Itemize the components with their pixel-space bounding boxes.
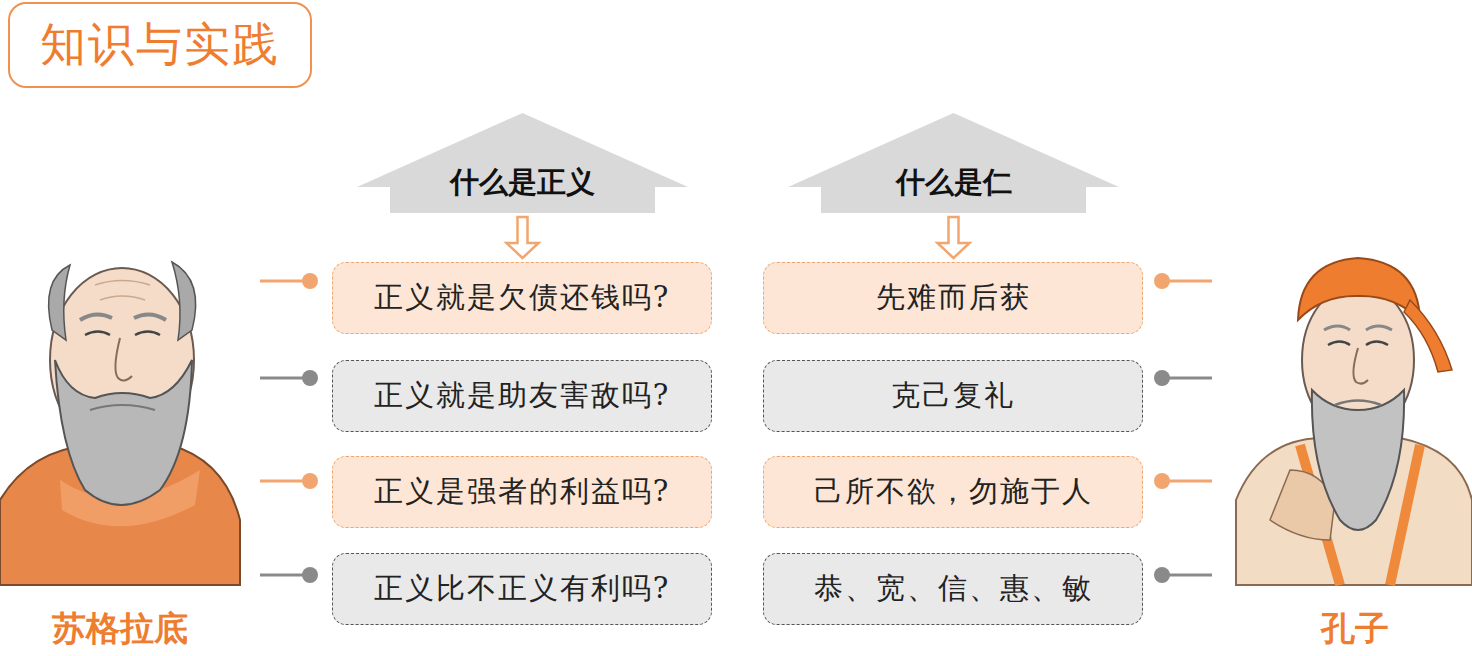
answer-text: 正义比不正义有利吗? (374, 569, 671, 609)
answer-box-grey: 正义比不正义有利吗? (332, 553, 712, 625)
answer-text: 恭、宽、信、惠、敏 (814, 569, 1093, 609)
answer-box-grey: 克己复礼 (763, 360, 1143, 432)
person-name: 孔子 (1321, 606, 1389, 652)
confucius-portrait (1236, 258, 1472, 585)
answer-text: 正义就是助友害敌吗? (374, 376, 671, 416)
answer-box-orange: 先难而后获 (763, 262, 1143, 334)
title-text: 知识与实践 (40, 14, 280, 76)
answer-box-grey: 正义就是助友害敌吗? (332, 360, 712, 432)
question-header: 什么是仁 (788, 113, 1119, 213)
answer-text: 己所不欲，勿施于人 (814, 472, 1093, 512)
question-header: 什么是正义 (357, 113, 688, 213)
answer-text: 正义是强者的利益吗? (374, 472, 671, 512)
answer-box-grey: 恭、宽、信、惠、敏 (763, 553, 1143, 625)
answer-box-orange: 己所不欲，勿施于人 (763, 456, 1143, 528)
socrates-portrait (0, 262, 240, 585)
title-box: 知识与实践 (8, 2, 312, 88)
answer-text: 先难而后获 (876, 278, 1031, 318)
header-text: 什么是正义 (357, 113, 688, 203)
down-arrow (938, 217, 970, 258)
person-name: 苏格拉底 (52, 606, 188, 652)
answer-box-orange: 正义是强者的利益吗? (332, 456, 712, 528)
header-text: 什么是仁 (788, 113, 1119, 203)
answer-box-orange: 正义就是欠债还钱吗? (332, 262, 712, 334)
answer-text: 正义就是欠债还钱吗? (374, 278, 671, 318)
answer-text: 克己复礼 (891, 376, 1015, 416)
down-arrow (507, 217, 539, 258)
